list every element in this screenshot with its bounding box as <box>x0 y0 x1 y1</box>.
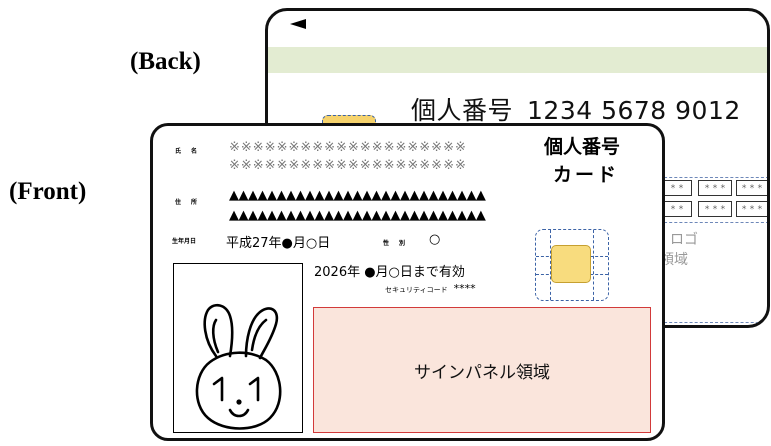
grid-cell: ＊ ＊ <box>662 180 692 196</box>
sex-label: 性別 <box>383 240 416 247</box>
name-label: 氏名 <box>175 148 208 155</box>
security-code: セキュリティコード **** <box>385 282 476 295</box>
back-region-text: 領域 <box>660 252 688 268</box>
security-code-value: **** <box>453 282 476 295</box>
grid-cell: ＊ ＊ ＊ <box>698 201 732 217</box>
grid-cell: ＊ ＊ ＊ <box>736 201 767 217</box>
address-line-2: ▲▲▲▲▲▲▲▲▲▲▲▲▲▲▲▲▲▲▲▲▲▲▲▲▲▲▲ <box>229 208 486 223</box>
back-info-grid: ＊ ＊ ＊ ＊ ＊ ＊ ＊ ＊ ＊ ＊ ＊ ＊ ＊ ＊ ＊ ＊ <box>659 177 767 223</box>
individual-number-label: 個人番号 <box>411 96 514 125</box>
name-line-1: ※※※※※※※※※※※※※※※※※※※※ <box>229 140 467 155</box>
back-label: (Back) <box>130 48 201 75</box>
signature-panel: サインパネル領域 <box>313 307 651 433</box>
grid-cell: ＊ ＊ <box>662 201 692 217</box>
grid-cell: ＊ ＊ ＊ <box>736 180 767 196</box>
front-card: 氏名 ※※※※※※※※※※※※※※※※※※※※ ※※※※※※※※※※※※※※※※… <box>150 123 665 441</box>
ic-chip-area <box>535 229 609 301</box>
ic-chip-icon <box>551 245 591 283</box>
magnetic-stripe <box>268 47 767 73</box>
address-line-1: ▲▲▲▲▲▲▲▲▲▲▲▲▲▲▲▲▲▲▲▲▲▲▲▲▲▲▲ <box>229 188 486 203</box>
name-line-2: ※※※※※※※※※※※※※※※※※※※※ <box>229 158 467 173</box>
back-logo-text: ロゴ <box>670 232 698 248</box>
front-label: (Front) <box>9 178 87 205</box>
dob-label: 生年月日 <box>172 238 197 245</box>
card-title-line-1: 個人番号 <box>544 136 621 158</box>
signature-panel-text: サインパネル領域 <box>414 363 550 383</box>
rabbit-mascot-icon <box>195 303 282 430</box>
card-title-line-2: カード <box>553 164 620 186</box>
address-label: 住所 <box>175 199 208 206</box>
photo-box <box>173 263 303 433</box>
expiry-date: 2026年 ●月○日まで有効 <box>314 265 465 280</box>
individual-number: 個人番号 1234 5678 9012 <box>411 91 741 127</box>
grid-cell: ＊ ＊ ＊ <box>698 180 732 196</box>
dob-value: 平成27年●月○日 <box>226 236 331 251</box>
security-code-label: セキュリティコード <box>385 286 448 294</box>
sex-value: ○ <box>429 232 441 247</box>
individual-number-value: 1234 5678 9012 <box>527 96 741 125</box>
arrow-left-icon <box>290 19 306 29</box>
